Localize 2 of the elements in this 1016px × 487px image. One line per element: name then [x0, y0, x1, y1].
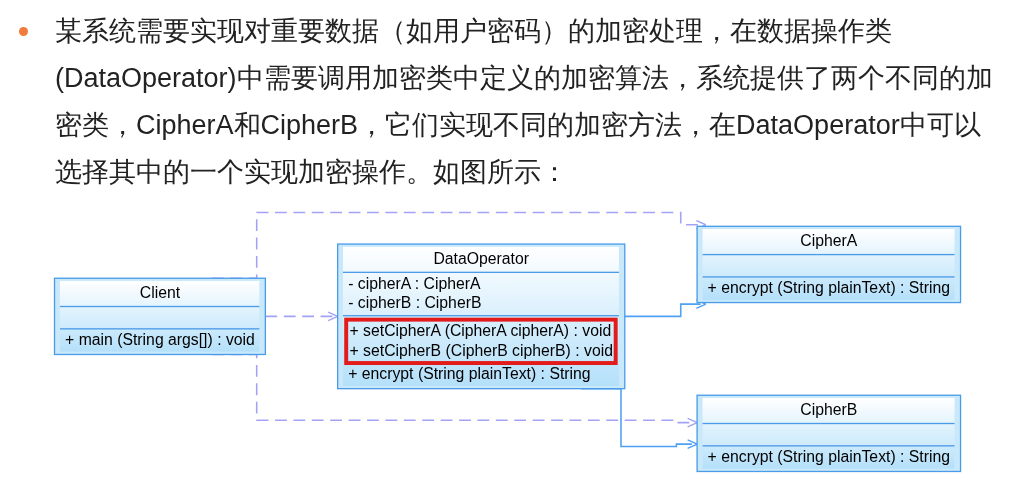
description-text: 某系统需要实现对重要数据（如用户密码）的加密处理，在数据操作类(DataOperator)中需要调用加密类中定义的加密算法，系统提供了两个不同的加密类，CipherA和CipherB，它们实现不同的加密方法，在DataOperator中可以选择其中的一个实现加密操作。如图所示：: [55, 15, 994, 189]
arrow: [265, 311, 339, 322]
